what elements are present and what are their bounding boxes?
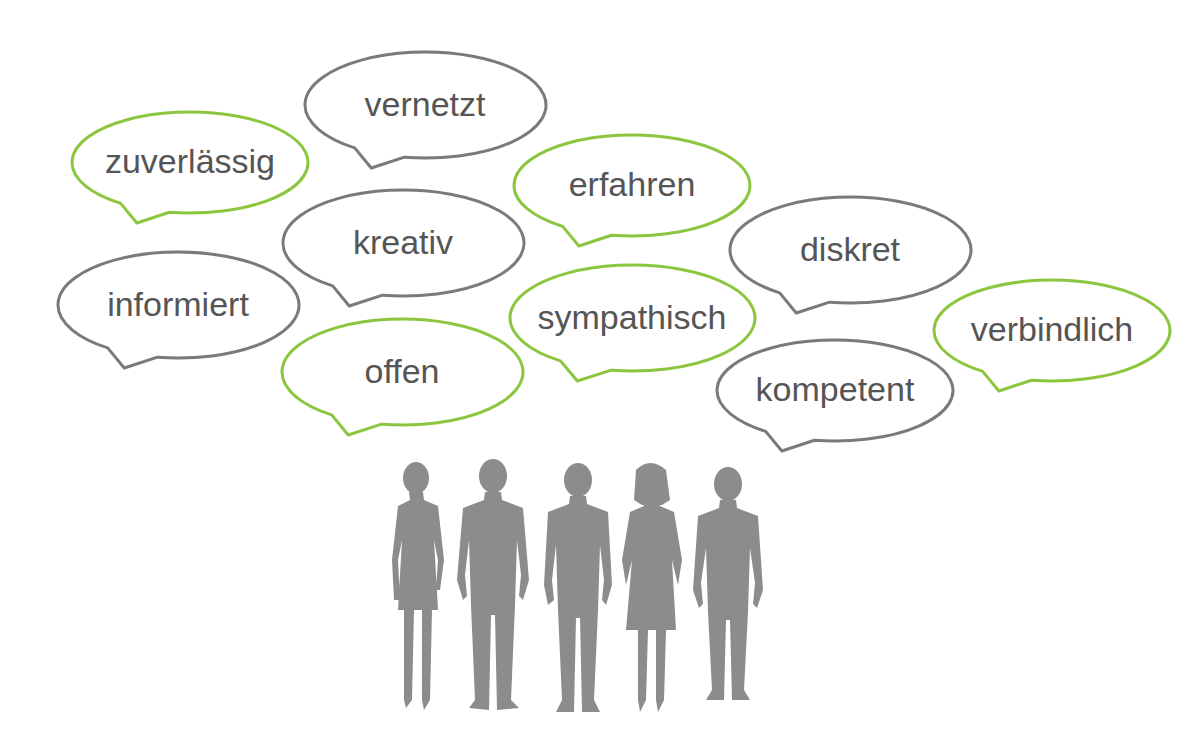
bubble-shape (730, 197, 971, 313)
speech-bubble: offen (280, 317, 525, 427)
silhouette-group (392, 459, 763, 712)
bubble-shape (717, 340, 953, 451)
bubble-word: kompetent (756, 371, 915, 408)
speech-bubble: erfahren (512, 133, 752, 238)
speech-bubble: verbindlich (932, 278, 1172, 383)
bubble-shape (510, 265, 755, 381)
person-silhouette (392, 462, 444, 710)
bubble-shape (58, 252, 299, 368)
person-silhouette (457, 459, 529, 710)
bubble-shape (283, 190, 524, 306)
bubble-word: zuverlässig (105, 143, 275, 180)
person-silhouette (693, 467, 763, 700)
person-silhouette (544, 463, 612, 712)
speech-bubble: informiert (56, 250, 301, 360)
bubble-word: kreativ (353, 224, 453, 261)
speech-bubble: vernetzt (303, 50, 548, 160)
bubble-shape (934, 280, 1170, 391)
bubble-word: informiert (107, 286, 249, 323)
person-silhouette (622, 463, 682, 712)
bubble-shape (305, 52, 546, 168)
speech-bubble: kompetent (715, 338, 955, 443)
bubble-word: erfahren (569, 166, 696, 203)
speech-bubble: sympathisch (508, 263, 757, 373)
bubble-word: sympathisch (538, 299, 727, 336)
bubble-word: vernetzt (365, 86, 486, 123)
speech-bubble: diskret (728, 195, 973, 305)
bubble-word: diskret (800, 231, 900, 268)
bubble-word: verbindlich (971, 311, 1134, 348)
bubble-shape (514, 135, 750, 246)
speech-bubble: zuverlässig (70, 110, 310, 215)
speech-bubble: kreativ (281, 188, 526, 298)
bubble-shape (72, 112, 308, 223)
bubble-shape (282, 319, 523, 435)
bubble-word: offen (364, 353, 439, 390)
